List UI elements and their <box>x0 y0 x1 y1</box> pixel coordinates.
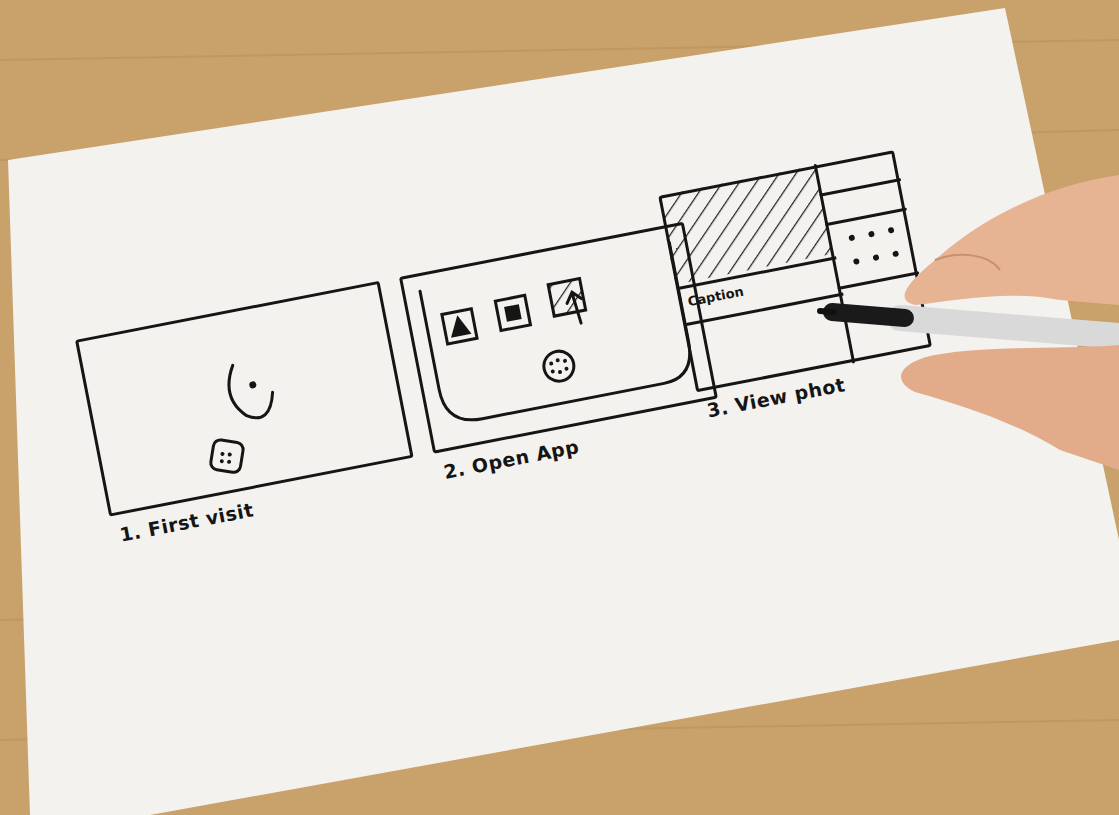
row-line <box>839 273 918 288</box>
app-icon <box>442 309 477 344</box>
triangle-icon <box>450 317 469 336</box>
button-dots <box>549 357 570 376</box>
home-button <box>541 349 576 384</box>
row-line <box>827 209 906 224</box>
paper <box>8 8 1119 815</box>
phone-icon <box>210 439 244 473</box>
first-visit-sketch <box>191 359 286 479</box>
view-photo-sketch <box>658 150 932 392</box>
photo-hatch <box>658 166 832 285</box>
phone-dots <box>218 450 233 465</box>
frame-title: 2. Open App <box>442 435 581 483</box>
row-line <box>821 180 900 195</box>
marker-cap <box>832 312 905 318</box>
face-curve <box>225 359 277 422</box>
caption-box: Caption <box>679 256 844 326</box>
screen-outline <box>420 243 695 426</box>
app-icon <box>495 295 530 330</box>
fingers <box>905 175 1119 305</box>
face-dot <box>250 383 255 388</box>
thumb <box>901 345 1119 470</box>
marker-body <box>900 318 1119 336</box>
grid-dots <box>848 227 899 265</box>
frame-title: 1. First visit <box>118 498 255 545</box>
knuckle-line <box>935 255 1000 270</box>
pointer-arrow <box>565 291 586 325</box>
marker-tip <box>820 311 834 312</box>
frame-title: 3. View phot <box>705 373 847 421</box>
square-icon <box>506 306 520 320</box>
caption-text: Caption <box>687 284 745 310</box>
open-app-sketch <box>420 243 695 426</box>
